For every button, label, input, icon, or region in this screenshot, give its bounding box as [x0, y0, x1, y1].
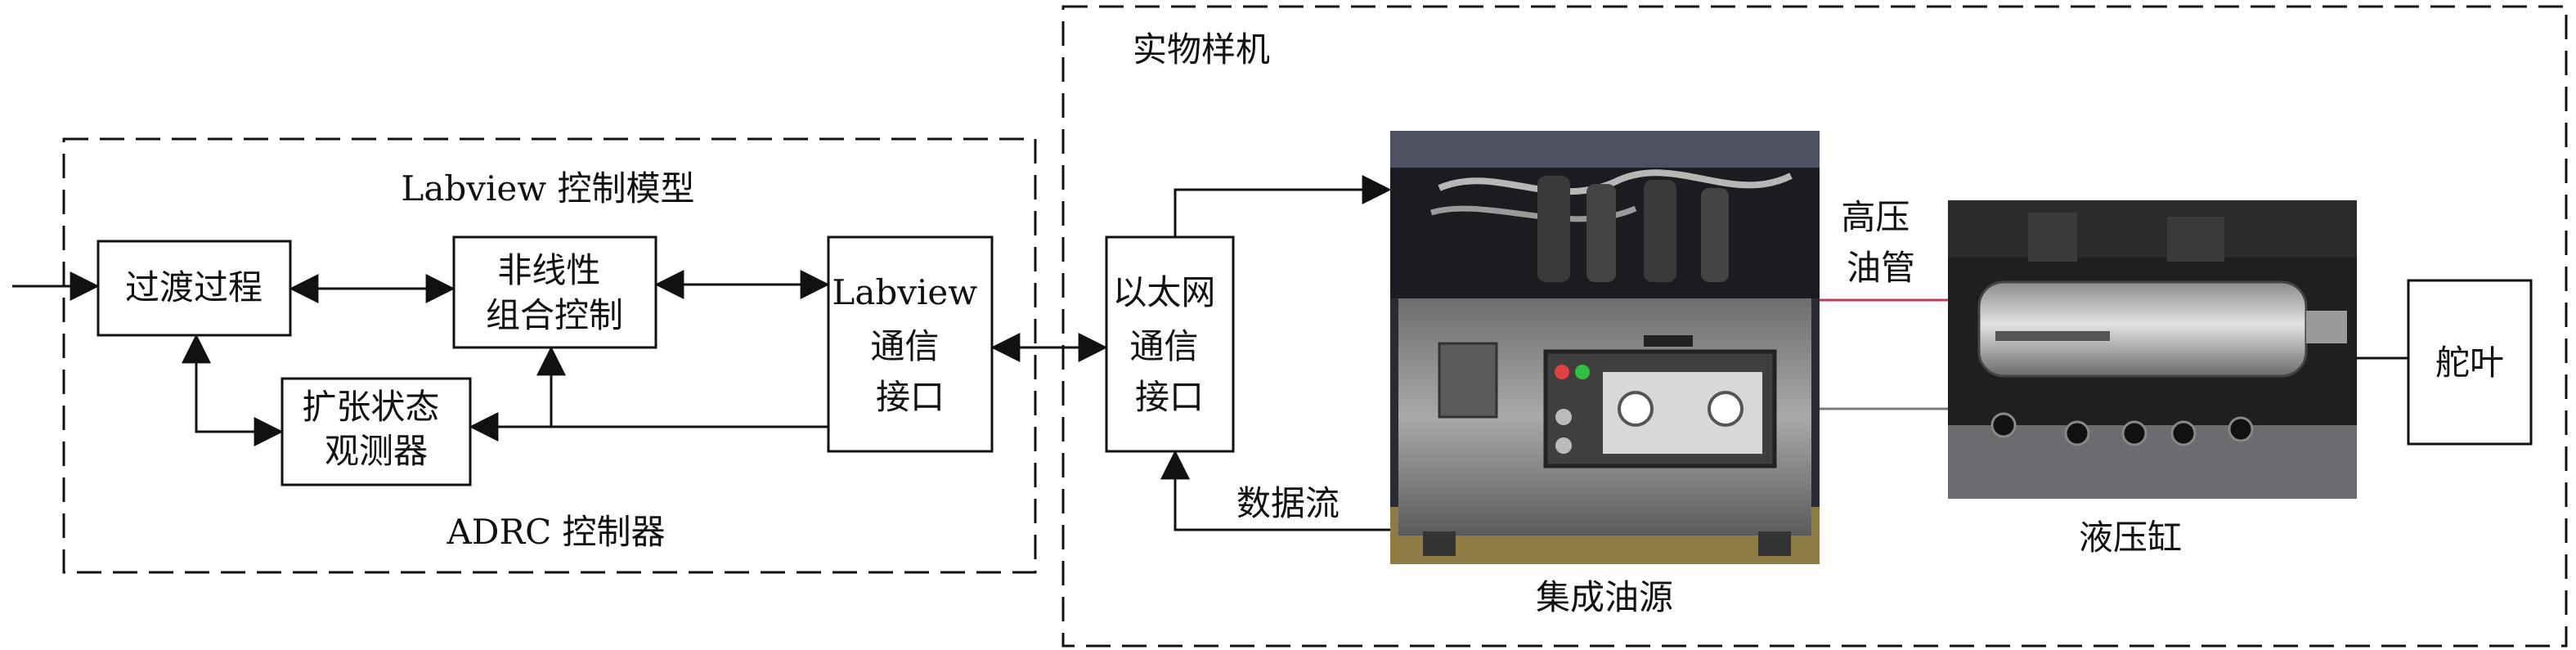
- prototype-region: [1061, 5, 2568, 648]
- labview-comm-line2: 通信: [870, 326, 939, 366]
- hydraulic-cylinder-label: 液压缸: [2079, 518, 2182, 558]
- adrc-title: ADRC 控制器: [446, 512, 665, 552]
- labview-comm-block: [827, 235, 994, 453]
- labview-comm-line3: 接口: [876, 377, 945, 417]
- hydraulic-cylinder-photo: [1948, 200, 2357, 499]
- prototype-title: 实物样机: [1133, 29, 1270, 69]
- data-flow-label: 数据流: [1236, 483, 1340, 523]
- ethernet-comm-line2: 通信: [1129, 326, 1198, 366]
- ethernet-comm-line1: 以太网: [1112, 272, 1215, 312]
- ethernet-comm-label: 以太网 通信 接口: [1112, 272, 1226, 417]
- transition-block: [96, 240, 292, 337]
- eso-transition-arrow: [182, 334, 284, 446]
- labview-comm-label: Labview 通信 接口: [832, 272, 988, 417]
- high-pressure-pipe-label: 高压 油管: [1841, 197, 1920, 288]
- ethernet-comm-line3: 接口: [1135, 377, 1204, 417]
- nonlinear-label-line1: 非线性: [497, 250, 600, 290]
- rudder-block: [2407, 279, 2533, 446]
- data-flow-arrow: [1160, 450, 1390, 531]
- labview-comm-line1: Labview: [832, 272, 977, 312]
- nonlinear-label: 非线性 组合控制: [486, 250, 623, 335]
- eso-label-line1: 扩张状态: [302, 387, 439, 427]
- ethernet-oilsource-arrow: [1174, 175, 1392, 237]
- high-pressure-pipe-line1: 高压: [1841, 197, 1910, 237]
- high-pressure-pipe-line2: 油管: [1847, 248, 1915, 288]
- eso-label-line2: 观测器: [325, 431, 428, 471]
- nonlinear-label-line2: 组合控制: [486, 295, 623, 335]
- transition-label: 过渡过程: [125, 267, 263, 307]
- labview-model-title: Labview 控制模型: [401, 168, 694, 208]
- rudder-label: 舵叶: [2435, 343, 2504, 383]
- eso-label: 扩张状态 观测器: [302, 387, 450, 471]
- oil-source-photo: [1390, 131, 1820, 564]
- oil-source-label: 集成油源: [1536, 577, 1673, 617]
